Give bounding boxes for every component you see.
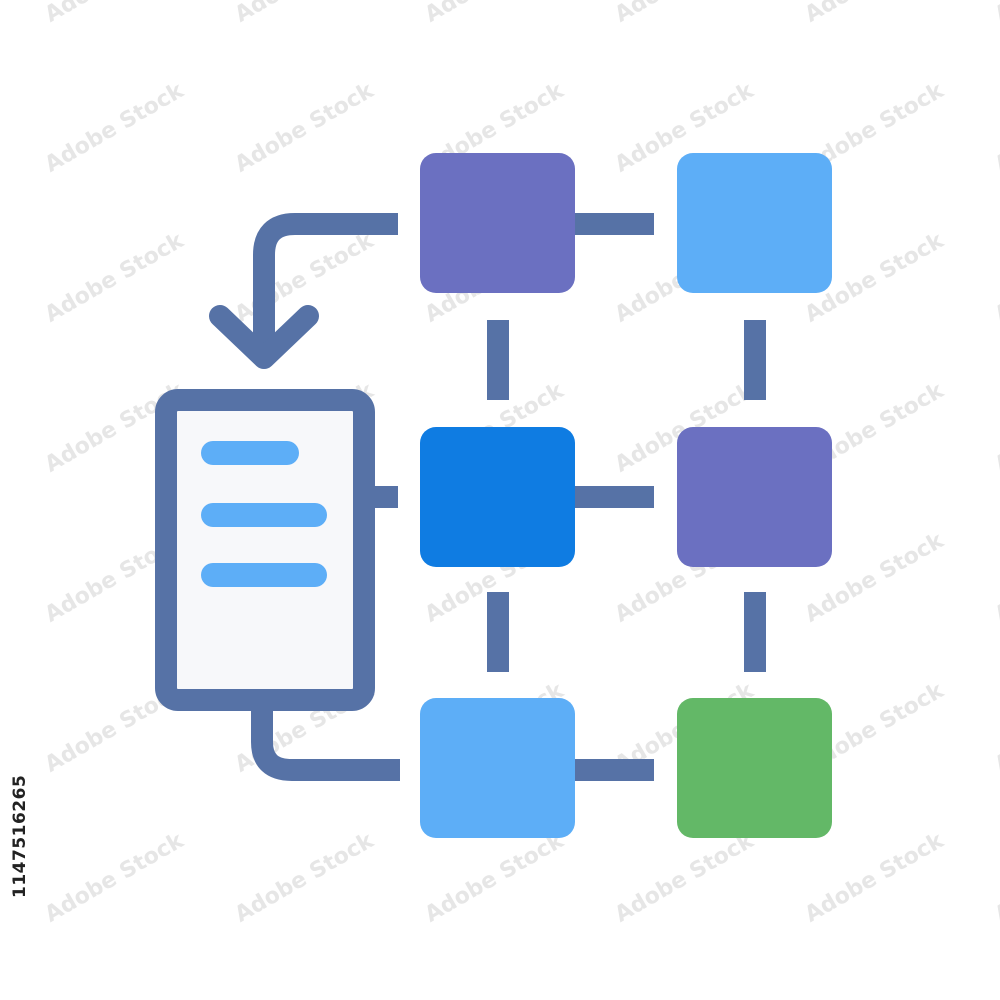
watermark-text: Adobe Stock [801,828,949,928]
connector-lines [209,213,766,781]
watermark-text: Adobe Stock [991,78,1000,178]
watermark-text: Adobe Stock [231,78,379,178]
node-r3c1 [420,698,575,838]
watermark-text: Adobe Stock [421,0,569,28]
watermark-text: Adobe Stock [231,828,379,928]
document-icon [155,389,375,711]
watermark-text: Adobe Stock [41,78,189,178]
watermark-text: Adobe Stock [421,828,569,928]
watermark-text: Adobe Stock [41,228,189,328]
node-r1c1 [420,153,575,293]
document-frame [155,389,375,711]
arrow-down-icon [209,305,319,369]
stock-id-label: 1147516265 [10,774,30,898]
node-grid [420,153,832,838]
node-r3c2 [677,698,832,838]
watermark-text: Adobe Stock [991,828,1000,928]
watermark-text: Adobe Stock [991,228,1000,328]
watermark-text: Adobe Stock [41,828,189,928]
watermark-text: Adobe Stock [991,0,1000,28]
watermark-text: Adobe Stock [991,378,1000,478]
watermark-text: Adobe Stock [231,0,379,28]
watermark-text: Adobe Stock [41,0,189,28]
watermark-text: Adobe Stock [611,0,759,28]
watermark-text: Adobe Stock [611,828,759,928]
node-r2c1 [420,427,575,567]
connector-loop-top [253,213,398,350]
watermark-text: Adobe Stock [991,528,1000,628]
watermark-text: Adobe Stock [991,678,1000,778]
node-r1c2 [677,153,832,293]
connector-loop-bottom [251,700,400,781]
node-r2c2 [677,427,832,567]
watermark-text: Adobe Stock [801,0,949,28]
